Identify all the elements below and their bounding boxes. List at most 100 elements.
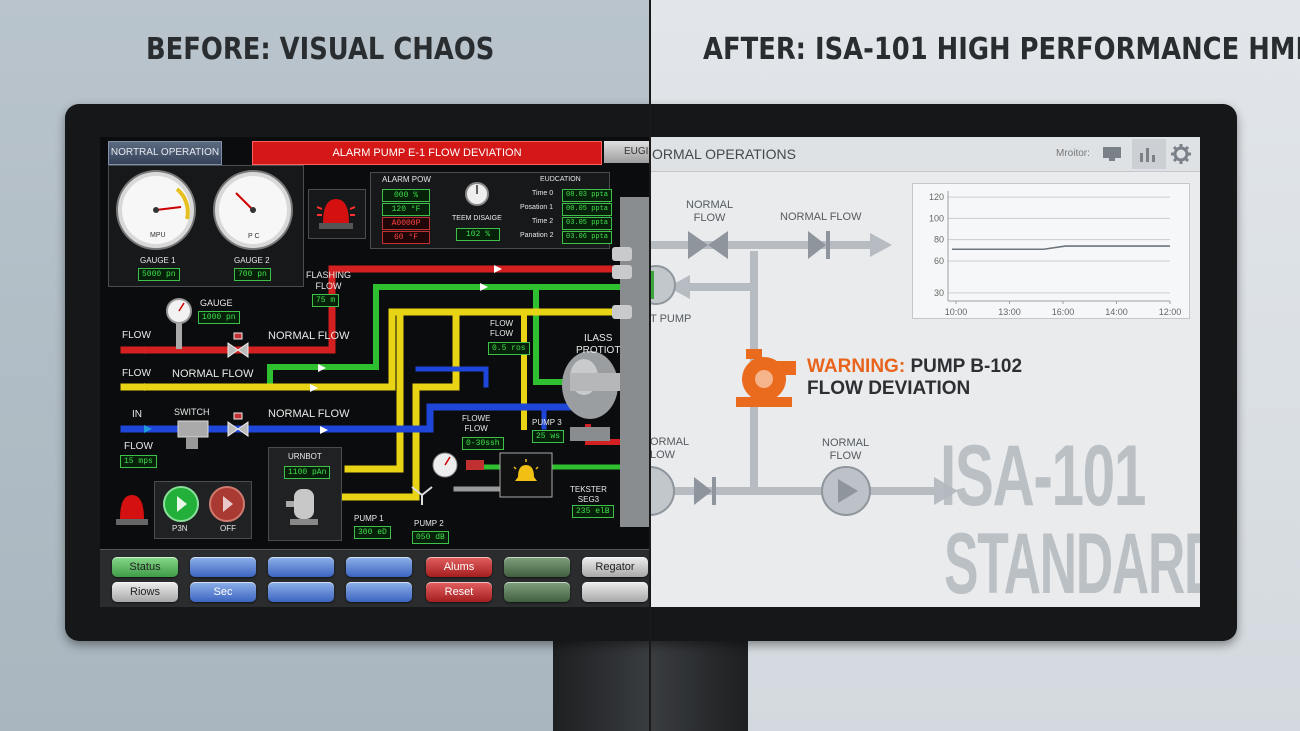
flashing-flow-label: FLASHING FLOW (306, 270, 352, 291)
red-pipe-upper (328, 265, 624, 285)
blue-button[interactable] (268, 557, 334, 577)
flow-bottom-value: 15 mps (120, 455, 157, 468)
arrow-head (870, 233, 892, 257)
arrow-head (668, 275, 690, 299)
flow-arrow (144, 425, 152, 433)
flow-label: IN (132, 409, 142, 420)
normal-flow-label: NORMAL FLOW (172, 368, 254, 380)
before-hmi-screen: NORTRAL OPERATION ALARM PUMP E-1 FLOW DE… (100, 137, 650, 607)
gauge-2-value: 700 pn (234, 268, 271, 281)
status-tab[interactable]: NORTRAL OPERATION (108, 141, 222, 165)
pump3-label: PUMP 3 (532, 418, 562, 427)
start-button[interactable] (162, 485, 200, 523)
trend-panel (912, 183, 1190, 319)
bar-chart-icon[interactable] (1138, 145, 1158, 163)
comparison-divider (649, 0, 651, 731)
blue-button[interactable] (268, 582, 334, 602)
pump2-value: 050 dB (412, 531, 449, 544)
off-label: OFF (220, 524, 236, 533)
alarm-banner[interactable]: ALARM PUMP E-1 FLOW DEVIATION (252, 141, 602, 165)
dark-green-button[interactable] (504, 557, 570, 577)
flashing-flow-value: 75 m (312, 294, 340, 307)
valve-red (227, 332, 249, 358)
pressure-gauge-icon (166, 298, 192, 349)
arrow-head (934, 477, 958, 505)
normal-flow-label: NORMAL FLOW (268, 408, 350, 420)
flow-label: FLOW (122, 330, 151, 341)
gauge-1-value: 5000 pn (138, 268, 180, 281)
valve-blue (227, 412, 249, 437)
flow-arrow (144, 346, 152, 354)
after-schematic (650, 231, 958, 516)
blue-button[interactable] (346, 582, 412, 602)
warning-line2: FLOW DEVIATION (807, 378, 971, 399)
red-beacon-icon (116, 495, 148, 525)
reset-button[interactable]: Reset (426, 582, 492, 602)
pump1-value: 300 eD (354, 526, 391, 539)
check-valve (808, 231, 830, 259)
monitor-icon[interactable] (1102, 145, 1122, 163)
flow-label: FLOW (122, 368, 151, 379)
education-row-value: 08.03 ppta (562, 189, 613, 202)
warning-word: WARNING: (807, 356, 906, 377)
education-row-label: Posation 1 (520, 204, 554, 211)
regator-button[interactable]: Regator (582, 557, 648, 577)
alums-button[interactable]: Alums (426, 557, 492, 577)
alarm-pow-value: 60 °F (382, 231, 430, 244)
urnbot-label: URNBOT (288, 452, 322, 461)
teem-gauge-icon (465, 182, 489, 206)
alarm-pow-title: ALARM POW (382, 175, 431, 184)
y-tick-label: 60 (934, 256, 944, 266)
warning-message: WARNING: PUMP B-102 (807, 356, 1022, 378)
check-valve (694, 477, 716, 505)
flow-box-value: 0.5 ros (488, 342, 530, 355)
pump1-label: PUMP 1 (354, 514, 384, 523)
trend-series-line (952, 245, 1170, 251)
after-title: ORMAL OPERATIONS (652, 146, 796, 162)
gauge-1-label: GAUGE 1 (140, 256, 176, 265)
pump2-valve (411, 486, 433, 505)
gray-button[interactable] (582, 582, 648, 602)
status-button[interactable]: Status (112, 557, 178, 577)
alarm-pow-value: A0000P (382, 217, 430, 230)
dark-green-button[interactable] (504, 582, 570, 602)
education-row-label: Panation 2 (520, 232, 554, 239)
education-title: EUDCATION (540, 176, 581, 183)
stop-button[interactable] (208, 485, 246, 523)
blue-button[interactable] (346, 557, 412, 577)
green-pipe-main (267, 284, 623, 386)
green-pipe-right (533, 284, 573, 385)
flow-label: FLOW (124, 441, 153, 452)
watermark-line-2: STANDARD (944, 516, 1200, 607)
flow-arrow (310, 384, 318, 392)
x-tick-label: 14:00 (1105, 307, 1128, 317)
y-tick-label: 30 (934, 288, 944, 298)
gear-icon[interactable] (1170, 143, 1192, 165)
normal-flow-label: NORMAL FLOW (268, 330, 350, 342)
y-tick-label: 80 (934, 235, 944, 245)
gauge-value: 1000 pn (198, 311, 240, 324)
pump-symbol-partial (650, 265, 676, 305)
normal-flow-label: ORMAL LOW (650, 436, 690, 461)
riows-button[interactable]: Riows (112, 582, 178, 602)
pbn-label: P3N (172, 524, 188, 533)
education-row-value: 00.05 ppta (562, 203, 613, 216)
sec-button[interactable]: Sec (190, 582, 256, 602)
after-hmi-screen: ORMAL OPERATIONS Mroitor: (650, 137, 1200, 607)
y-tick-label: 100 (929, 213, 944, 223)
education-row-label: Time 0 (532, 190, 554, 197)
normal-flow-label: NORMAL FLOW (686, 199, 734, 224)
pump-symbol-partial (650, 466, 675, 516)
blue-button[interactable] (190, 557, 256, 577)
teem-value: 102 % (456, 228, 500, 241)
gauge-label: GAUGE (200, 298, 233, 308)
blue-pipe-main (120, 403, 574, 433)
gate-valve (688, 231, 728, 259)
yellow-pipe-main (120, 308, 624, 391)
edge-tab[interactable]: EUGI (604, 141, 650, 163)
education-row-value: 03.05 ppta (562, 217, 613, 230)
watermark-line-1: ISA-101 (940, 428, 1146, 524)
urnbot-value: 1100 pAn (284, 466, 331, 479)
y-tick-label: 120 (929, 192, 944, 202)
